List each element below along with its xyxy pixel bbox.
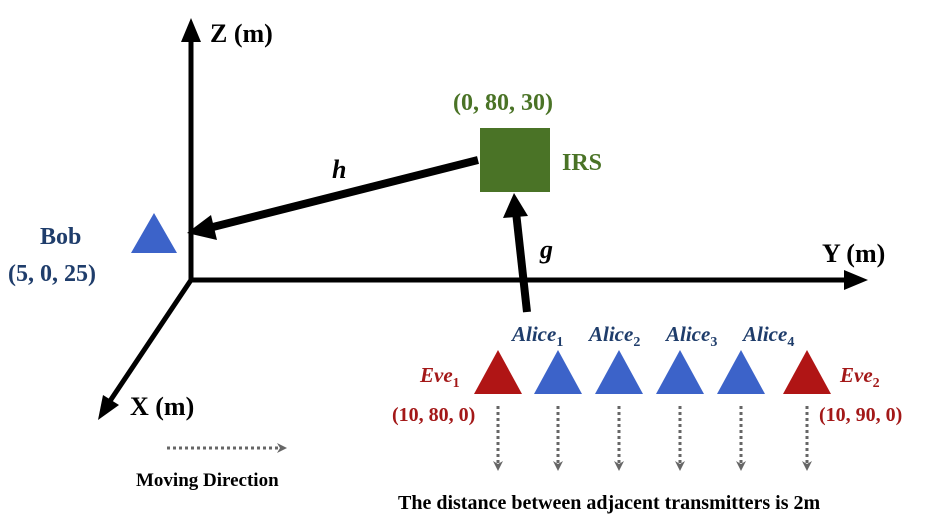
bob-coords: (5, 0, 25): [8, 261, 96, 287]
eve-1-coords: (10, 80, 0): [392, 404, 475, 426]
alice-3-name: Alice: [664, 322, 710, 346]
alice-1-name: Alice: [510, 322, 556, 346]
bob-triangle: [131, 213, 177, 253]
alice-2-triangle: [595, 350, 643, 394]
irs-node: IRS (0, 80, 30): [453, 90, 602, 192]
alice-4-name: Alice: [741, 322, 787, 346]
x-axis-label: X (m): [130, 392, 194, 421]
eve-labels: Eve1 Eve2 (10, 80, 0) (10, 90, 0): [392, 363, 902, 426]
alice-1-triangle: [534, 350, 582, 394]
irs-label: IRS: [562, 150, 602, 176]
alice-labels: Alice1 Alice2 Alice3 Alice4: [510, 322, 794, 350]
alice-3-subscript: 3: [710, 335, 717, 350]
eve-1-name: Eve: [419, 363, 453, 387]
legend: Moving Direction: [136, 443, 287, 491]
eve-2-triangle: [783, 350, 831, 394]
channel-h-label: h: [332, 155, 346, 184]
alice-3-triangle: [656, 350, 704, 394]
eve-2-coords: (10, 90, 0): [819, 404, 902, 426]
channel-g-arrowhead: [503, 193, 528, 218]
alice-4-subscript: 4: [787, 335, 794, 350]
alice-4-triangle: [717, 350, 765, 394]
y-axis-arrowhead: [844, 270, 868, 290]
channel-h-arrowhead: [187, 215, 217, 240]
bob-node: Bob (5, 0, 25): [8, 213, 177, 287]
eve-1-triangle: [474, 350, 522, 394]
irs-square: [480, 128, 550, 192]
transmitters: [474, 350, 831, 394]
bob-label: Bob: [40, 224, 81, 250]
channel-g-arrow: [512, 211, 531, 313]
irs-coords: (0, 80, 30): [453, 90, 553, 116]
eve-1-label: Eve1: [419, 363, 460, 391]
legend-moving-direction: Moving Direction: [136, 470, 279, 491]
x-axis: [105, 278, 194, 406]
alice-1-label: Alice1: [510, 322, 563, 350]
eve-2-label: Eve2: [839, 363, 880, 391]
z-axis-arrowhead: [181, 18, 201, 42]
alice-2-label: Alice2: [587, 322, 640, 350]
channel-h: h: [187, 155, 479, 240]
moving-arrows: [493, 406, 812, 471]
alice-4-label: Alice4: [741, 322, 794, 350]
alice-2-subscript: 2: [633, 335, 640, 350]
eve-1-subscript: 1: [453, 376, 460, 391]
z-axis-label: Z (m): [210, 19, 273, 48]
y-axis-label: Y (m): [822, 239, 885, 268]
eve-2-name: Eve: [839, 363, 873, 387]
eve-2-subscript: 2: [873, 376, 880, 391]
alice-1-subscript: 1: [556, 335, 563, 350]
channel-g: g: [503, 193, 553, 313]
axes: Z (m) Y (m) X (m): [98, 18, 885, 421]
x-axis-arrowhead: [98, 395, 119, 420]
channel-h-arrow: [204, 156, 479, 233]
alice-2-name: Alice: [587, 322, 633, 346]
transmitter-spacing-note: The distance between adjacent transmitte…: [398, 492, 820, 514]
channel-g-label: g: [539, 235, 553, 264]
alice-3-label: Alice3: [664, 322, 717, 350]
